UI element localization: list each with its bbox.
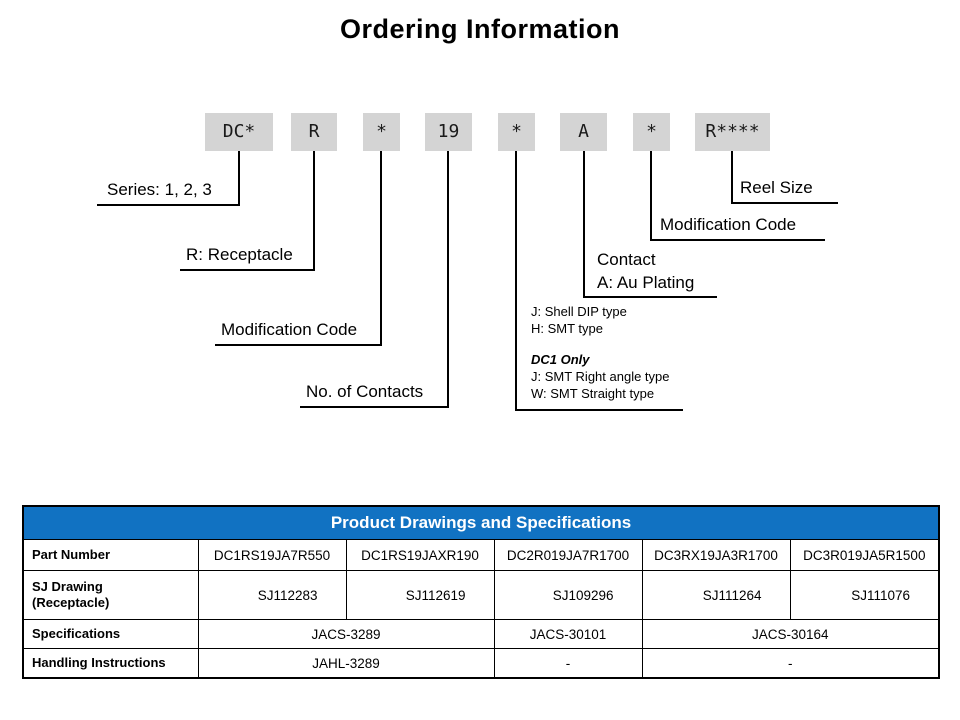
- row-label-part-number: Part Number: [22, 539, 199, 571]
- sj-drawing-cell: SJ112619: [345, 570, 495, 620]
- connector-hline-reel: [731, 202, 838, 204]
- connector-hline-contacts: [300, 406, 449, 408]
- part-number-cell: DC2R019JA7R1700: [493, 539, 643, 571]
- code-box-reel: R****: [695, 113, 770, 151]
- note-shell-dip: J: Shell DIP type: [531, 304, 627, 319]
- part-number-cell: DC3R019JA5R1500: [789, 539, 940, 571]
- connector-hline-receptacle: [180, 269, 315, 271]
- spec-table: Product Drawings and Specifications Part…: [22, 505, 941, 679]
- table-row-sj-drawing: SJ Drawing (Receptacle) SJ112283 SJ11261…: [22, 570, 940, 620]
- code-box-series: DC*: [205, 113, 273, 151]
- connector-vline-mod-code-2: [650, 151, 652, 241]
- handling-cell: -: [493, 648, 643, 679]
- note-smt-right-angle: J: SMT Right angle type: [531, 369, 670, 384]
- sj-drawing-cell: SJ111264: [641, 570, 791, 620]
- connector-hline-plating: [583, 296, 717, 298]
- table-title: Product Drawings and Specifications: [22, 505, 940, 540]
- note-smt-straight: W: SMT Straight type: [531, 386, 655, 401]
- connector-vline-plating: [583, 151, 585, 298]
- code-box-plating: A: [560, 113, 607, 151]
- label-contact-plating: Contact A: Au Plating: [597, 250, 695, 292]
- table-row-specifications: Specifications JACS-3289 JACS-30101 JACS…: [22, 619, 940, 649]
- label-mod-code-right: Modification Code: [660, 215, 797, 234]
- table-header-row: Product Drawings and Specifications: [22, 505, 940, 540]
- label-type-notes: J: Shell DIP type H: SMT type DC1 Only J…: [531, 303, 670, 402]
- label-series: Series: 1, 2, 3: [107, 180, 212, 199]
- label-reel-size: Reel Size: [740, 178, 813, 197]
- note-smt: H: SMT type: [531, 321, 604, 336]
- label-contacts: No. of Contacts: [306, 382, 424, 401]
- label-receptacle: R: Receptacle: [186, 245, 293, 264]
- code-box-type: *: [498, 113, 535, 151]
- connector-hline-series: [97, 204, 240, 206]
- connector-vline-mod-code-1: [380, 151, 382, 346]
- code-box-receptacle: R: [291, 113, 337, 151]
- table-row-handling: Handling Instructions JAHL-3289 - -: [22, 648, 940, 679]
- part-number-cell: DC1RS19JA7R550: [197, 539, 347, 571]
- page-title: Ordering Information: [340, 14, 620, 44]
- connector-vline-series: [238, 151, 240, 206]
- row-label-sj-drawing: SJ Drawing (Receptacle): [22, 570, 199, 620]
- part-number-cell: DC1RS19JAXR190: [345, 539, 495, 571]
- code-box-mod-code-1: *: [363, 113, 400, 151]
- specifications-cell: JACS-3289: [197, 619, 495, 649]
- connector-hline-mod-code-2: [650, 239, 825, 241]
- table-row-part-number: Part Number DC1RS19JA7R550 DC1RS19JAXR19…: [22, 539, 940, 571]
- handling-cell: JAHL-3289: [197, 648, 495, 679]
- connector-vline-receptacle: [313, 151, 315, 271]
- connector-vline-type: [515, 151, 517, 411]
- connector-hline-mod-code-1: [215, 344, 382, 346]
- specifications-cell: JACS-30101: [493, 619, 643, 649]
- part-number-cell: DC3RX19JA3R1700: [641, 539, 791, 571]
- label-mod-code-left: Modification Code: [221, 320, 358, 339]
- specifications-cell: JACS-30164: [641, 619, 940, 649]
- row-label-specifications: Specifications: [22, 619, 199, 649]
- note-gap: [531, 337, 670, 351]
- connector-vline-contacts: [447, 151, 449, 408]
- sj-drawing-cell: SJ109296: [493, 570, 643, 620]
- connector-vline-reel: [731, 151, 733, 204]
- sj-drawing-cell: SJ111076: [789, 570, 940, 620]
- sj-drawing-cell: SJ112283: [197, 570, 347, 620]
- row-label-handling: Handling Instructions: [22, 648, 199, 679]
- code-box-mod-code-2: *: [633, 113, 670, 151]
- connector-hline-type: [515, 409, 683, 411]
- note-dc1-only: DC1 Only: [531, 352, 590, 367]
- code-box-contacts: 19: [425, 113, 472, 151]
- handling-cell: -: [641, 648, 940, 679]
